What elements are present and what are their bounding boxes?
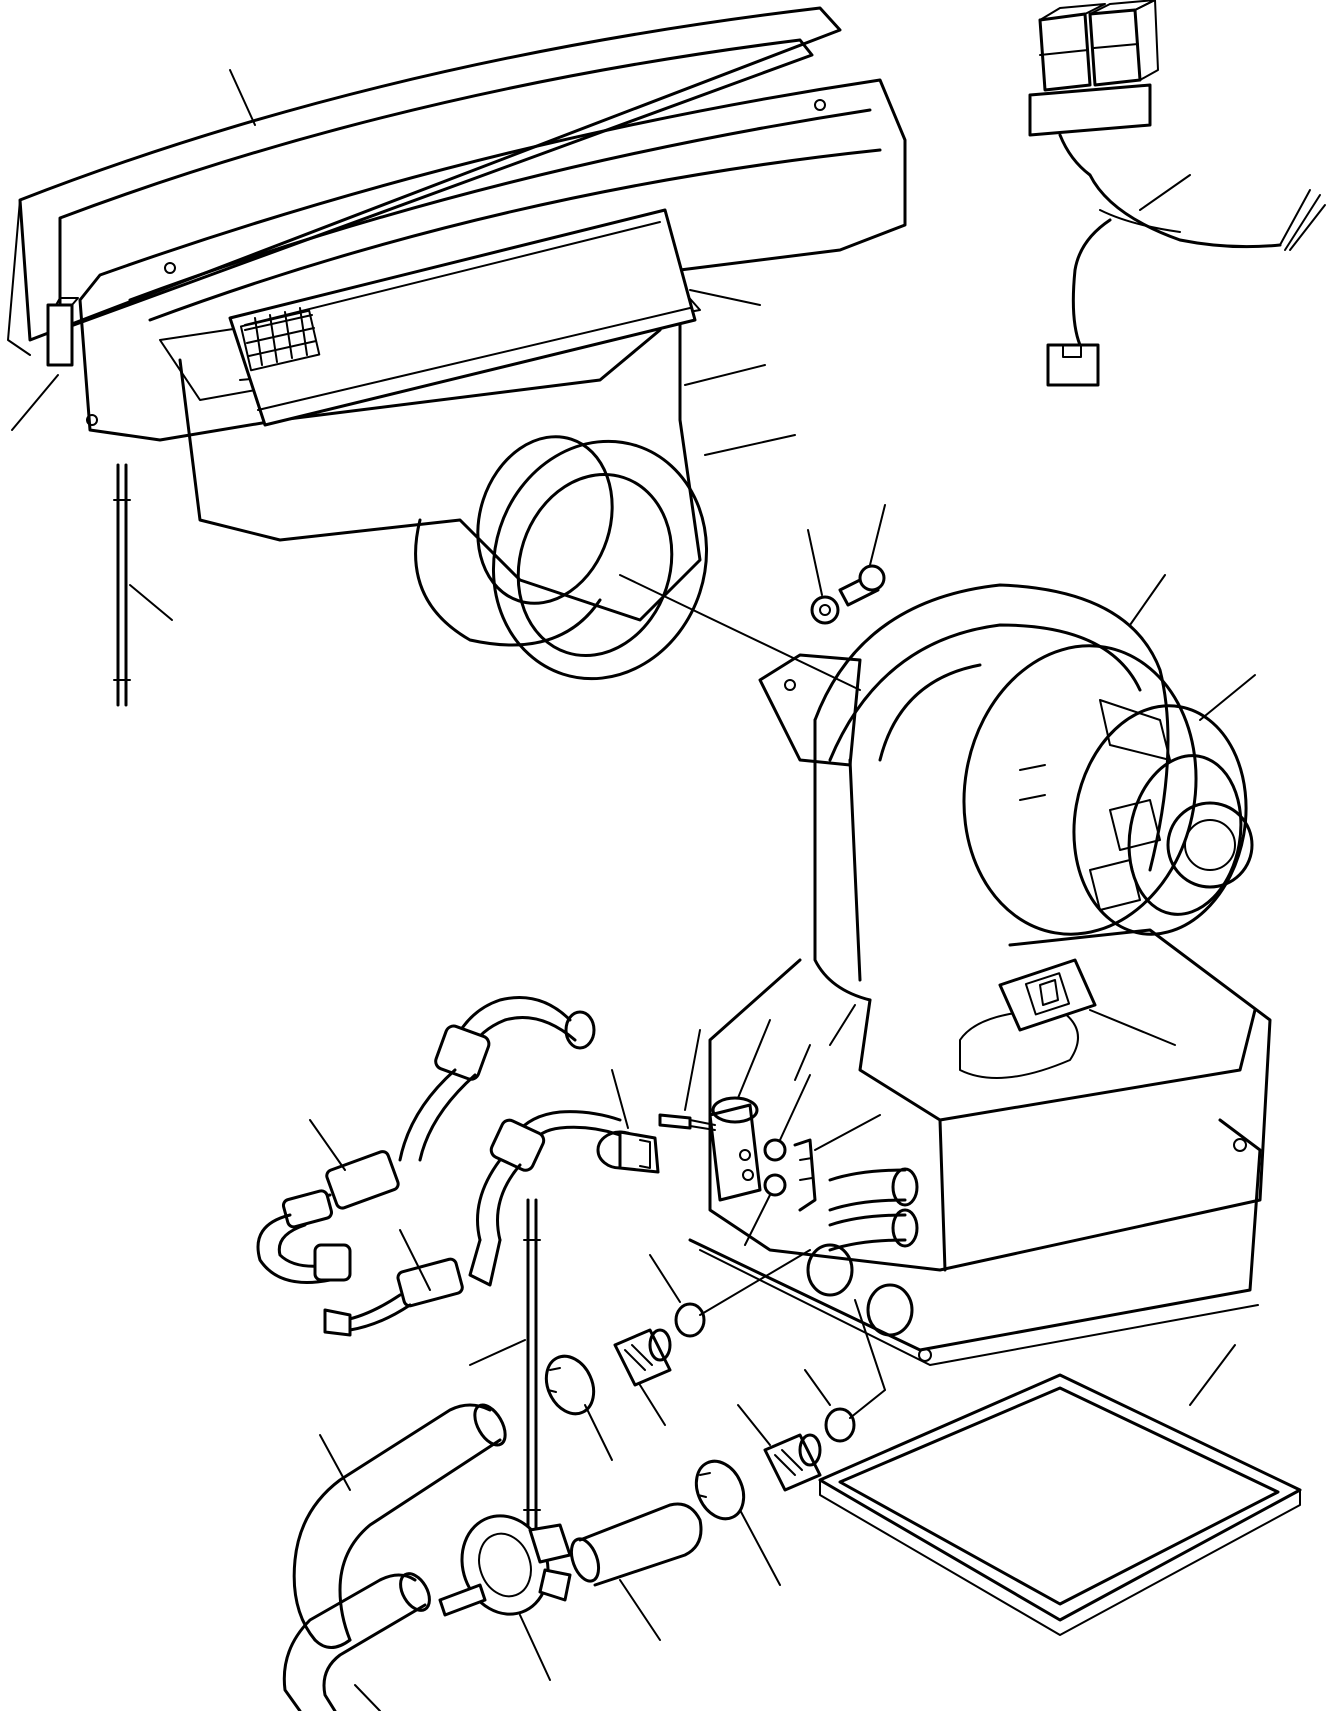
valve-to-fitting-hose	[569, 1502, 703, 1641]
bolt	[838, 504, 886, 607]
wiring-harness	[1046, 133, 1326, 387]
o-ring-upper	[763, 1074, 811, 1162]
valve-bolt	[658, 1029, 716, 1131]
retaining-clip	[11, 297, 79, 431]
sensor-rod-left	[113, 463, 173, 707]
base-gasket	[818, 1344, 1302, 1636]
water-valve	[438, 1514, 572, 1681]
inlet-adapter-ring	[476, 435, 709, 681]
o-ring-heater-upper	[649, 1254, 706, 1338]
o-ring-heater-lower	[804, 1369, 856, 1443]
refrigerant-hose-lower	[323, 1069, 629, 1337]
mesh-pattern	[239, 307, 321, 372]
pressure-switch	[596, 1130, 660, 1174]
relay-block	[1028, 0, 1159, 137]
hose-fitting-lower	[737, 1404, 822, 1492]
circlip-upper	[544, 1354, 613, 1461]
gasket-frame-outer	[7, 6, 842, 356]
blower-housing	[688, 583, 1272, 1366]
refrigerant-hose-upper	[256, 996, 596, 1284]
washer	[807, 529, 840, 625]
hose-fitting-upper	[613, 1328, 672, 1426]
heater-hose-lower	[282, 1572, 431, 1711]
sensor-rod-middle	[469, 1198, 541, 1532]
valve-bracket	[793, 1114, 881, 1212]
o-ring-lower	[744, 1173, 787, 1246]
heater-hose-upper	[292, 1403, 507, 1649]
expansion-valve	[708, 1019, 771, 1202]
blower-resistor	[998, 958, 1176, 1046]
air-filter-element	[228, 208, 697, 427]
circlip-lower	[694, 1459, 781, 1586]
